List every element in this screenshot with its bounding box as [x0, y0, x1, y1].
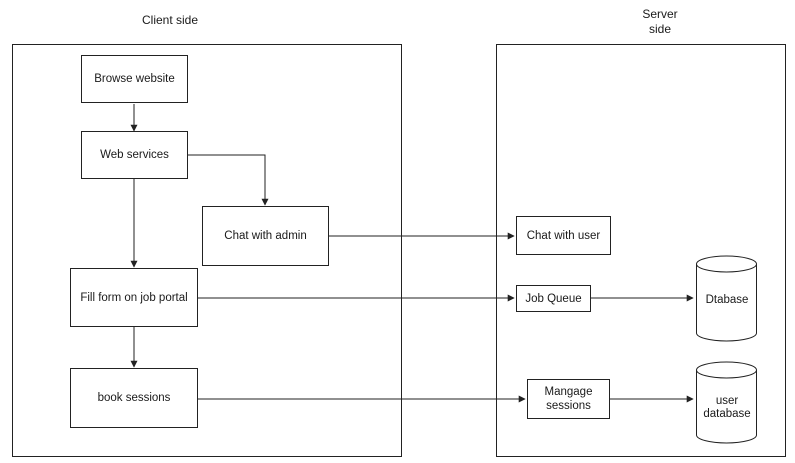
database-cylinder — [696, 255, 757, 342]
client-side-container — [12, 44, 402, 457]
browse-website-node: Browse website — [81, 55, 188, 103]
chat-with-user-node: Chat with user — [516, 216, 611, 255]
fill-form-label: Fill form on job portal — [80, 291, 188, 304]
manage-sessions-label: Mangage sessions — [544, 386, 593, 412]
chat-with-admin-label: Chat with admin — [224, 230, 307, 242]
job-queue-label: Job Queue — [525, 292, 582, 305]
book-sessions-node: book sessions — [70, 368, 198, 428]
user-database-cylinder — [696, 361, 757, 444]
book-sessions-label: book sessions — [97, 392, 171, 404]
fill-form-node: Fill form on job portal — [70, 268, 198, 327]
chat-with-user-label: Chat with user — [526, 229, 601, 242]
edge-web-services-to-chat-admin — [188, 154, 269, 206]
browse-website-label: Browse website — [94, 73, 175, 85]
client-side-title: Client side — [141, 13, 199, 27]
web-services-node: Web services — [81, 131, 188, 179]
server-side-container — [496, 44, 786, 457]
job-queue-node: Job Queue — [516, 285, 591, 312]
web-services-label: Web services — [100, 149, 169, 161]
chat-with-admin-node: Chat with admin — [202, 206, 329, 266]
server-side-title: Server side — [642, 7, 678, 36]
database-label: Dtabase — [705, 293, 749, 306]
user-database-label: user database — [703, 395, 751, 420]
manage-sessions-node: Mangage sessions — [527, 379, 610, 419]
